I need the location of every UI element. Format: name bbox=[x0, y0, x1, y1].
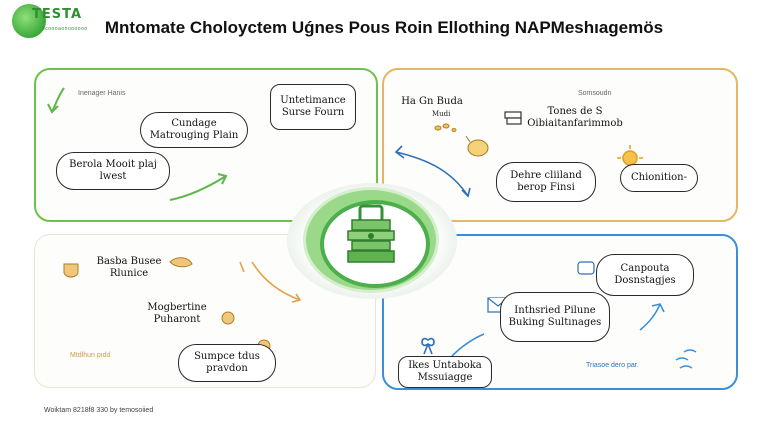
arrow-top-left bbox=[47, 87, 228, 201]
panel-label-bottom-right: Triasoe dero par. bbox=[586, 362, 639, 369]
stack-icon bbox=[504, 111, 522, 125]
bow-icon bbox=[421, 337, 435, 355]
arrow-top-right bbox=[394, 145, 471, 198]
node-dehre-cliiland: Dehre cliiland berop Finsi bbox=[496, 162, 596, 202]
node-ha-gn-buda: Ha Gn Buda bbox=[401, 96, 463, 107]
lock-icon bbox=[347, 204, 395, 263]
panel-label-top-left: Inenager Hanis bbox=[78, 90, 126, 97]
node-untetimance: Untetimance Surse Fourn bbox=[270, 84, 356, 130]
node-inthsried: Inthsried Pilune Buking Sultınages bbox=[500, 292, 610, 342]
node-chionition: Chionition- bbox=[620, 164, 698, 192]
node-ikes-untaboka: Ikes Untaboka Mssuiagge bbox=[398, 356, 492, 388]
node-sumpce: Sumpce tdus pravdon bbox=[178, 344, 276, 382]
node-mudi: Mudi bbox=[432, 110, 451, 118]
footer-credit: Woiktam 8218f8 330 by temosoiied bbox=[44, 407, 154, 414]
node-berola: Berola Mooit plaj lwest bbox=[56, 152, 170, 190]
logo-mark bbox=[12, 4, 46, 38]
logo-subtext: ocoooaonoooooo bbox=[42, 26, 88, 32]
arrow-bottom-left bbox=[239, 261, 302, 303]
bee-icon bbox=[465, 135, 489, 157]
logo-text: TESTA bbox=[32, 7, 83, 22]
coins-icon bbox=[434, 123, 457, 132]
node-mogbertine: Mogbertine Puharont bbox=[147, 302, 207, 325]
page-title: Mntomate Choloyctem Uǵnes Pous Roin Ello… bbox=[104, 18, 664, 37]
panel-label-top-right: Somsoudn bbox=[578, 90, 612, 97]
panel-label-bottom-left: Mtdlhun pıdd bbox=[70, 352, 111, 359]
wind-icon bbox=[675, 349, 697, 369]
node-tones-de-s: Tones de S Oibiaitanfarimmob bbox=[527, 106, 623, 129]
logo: TESTA ocoooaonoooooo bbox=[12, 4, 100, 38]
node-cundage: Cundage Matrouging Plain bbox=[140, 112, 248, 148]
node-canpouta: Canpouta Dosnstagjes bbox=[596, 254, 694, 296]
node-basba: Basba Busee Rlunice bbox=[96, 256, 162, 279]
arrow-bottom-right bbox=[451, 303, 665, 357]
